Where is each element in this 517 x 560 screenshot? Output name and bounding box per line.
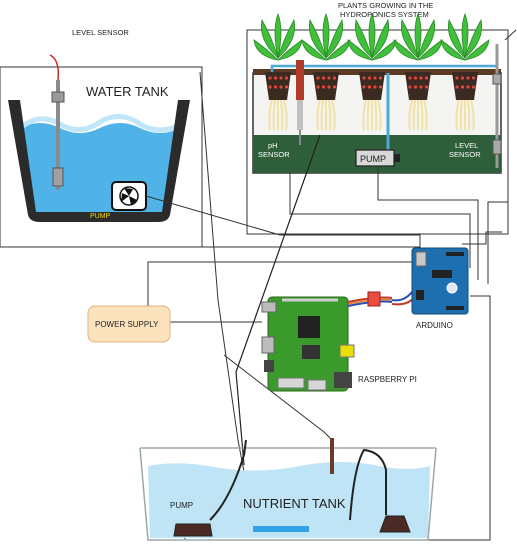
label-ph-line2: SENSOR	[258, 150, 290, 159]
water-tank-water	[20, 123, 180, 215]
nutrient-tank-body	[139, 447, 437, 541]
water-level-sensor-float	[51, 91, 65, 103]
label-plants-line1: PLANTS GROWING IN THE	[338, 1, 433, 10]
nutrient-right-stone-icon	[379, 515, 411, 533]
nutrient-blue-bar	[253, 526, 309, 532]
water-tank-wave-1	[18, 114, 184, 133]
wire-level-top	[504, 29, 517, 41]
wire-arduino-to-hydro-pump	[377, 166, 479, 280]
label-arduino: ARDUINO	[416, 321, 453, 330]
nutrient-tank-water	[148, 462, 430, 538]
hydro-level-sensor-probe-icon	[492, 44, 502, 168]
wire-cable-to-nutrient-sensor	[235, 134, 321, 466]
wire-pi-nutrient-level	[223, 354, 333, 441]
level-sensor-cable	[49, 54, 60, 81]
plant-icon	[253, 12, 303, 131]
label-power-supply: POWER SUPPLY	[95, 320, 159, 329]
nutrient-level-pipe	[349, 448, 387, 521]
ph-sensor-probe-icon	[296, 60, 304, 145]
label-nutrient-tank: NUTRIENT TANK	[243, 496, 346, 511]
nutrient-level-sensor-probe-icon	[330, 438, 334, 474]
water-tank-group: LEVEL SENSOR WATER TANK PUMP	[0, 28, 203, 248]
ribbon-cable	[347, 291, 415, 307]
plant-icon	[301, 12, 351, 131]
raspberry-pi-board	[261, 296, 355, 392]
wire-water-pump-to-arduino	[145, 195, 421, 248]
label-level-line1: LEVEL	[455, 141, 478, 150]
plant-icon	[440, 12, 490, 131]
wire-arduino-right	[462, 231, 502, 245]
nutrient-pump-icon	[173, 523, 213, 537]
wire-water-pump-up	[199, 71, 247, 483]
plants-row	[253, 12, 490, 131]
power-supply: POWER SUPPLY	[87, 305, 171, 343]
plant-icon	[347, 12, 397, 131]
label-raspberry-pi: RASPBERRY PI	[358, 375, 417, 384]
label-pump-water-tank: PUMP	[90, 213, 111, 220]
fan-pump-icon	[111, 181, 147, 211]
label-plants-line2: HYDROPONICS SYSTEM	[340, 10, 429, 19]
label-pump-nutrient: PUMP	[170, 501, 193, 510]
nutrient-intake-pipe	[209, 439, 247, 521]
wire-arduino-to-level	[487, 150, 509, 284]
hydro-pump-icon	[355, 149, 400, 167]
plant-icon	[393, 12, 443, 131]
label-water-tank: WATER TANK	[86, 84, 169, 99]
label-ph-line1: pH	[268, 141, 278, 150]
arduino-board	[411, 247, 469, 315]
nutrient-tank-group: PUMP NUTRIENT TANK	[139, 438, 437, 541]
water-level-sensor-float-2	[52, 167, 64, 187]
hydro-frame	[246, 29, 509, 235]
label-pump-hydro: PUMP	[360, 154, 386, 164]
label-level-line2: SENSOR	[449, 150, 481, 159]
wire-arduino-to-ph	[289, 172, 471, 268]
hydroponics-group: PLANTS GROWING IN THE HYDROPONICS SYSTEM…	[246, 1, 509, 235]
label-level-sensor-top: LEVEL SENSOR	[72, 28, 129, 37]
